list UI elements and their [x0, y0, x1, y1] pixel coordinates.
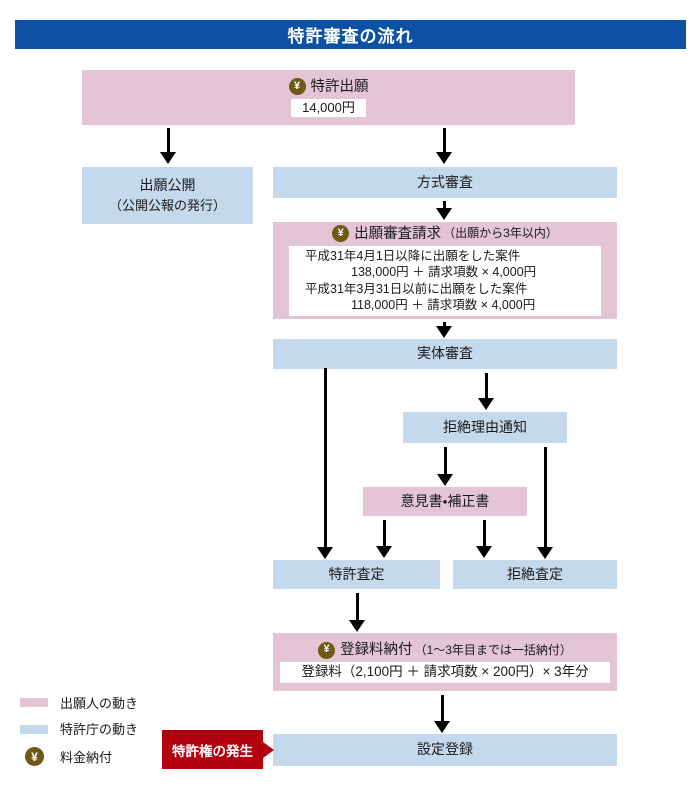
- box-patent-application: ¥ 特許出願 14,000円: [82, 70, 575, 125]
- box-note: （1～3年目までは一括納付）: [414, 642, 572, 657]
- box-label: 拒絶理由通知: [443, 418, 527, 435]
- yen-icon: ¥: [288, 78, 306, 96]
- box-patent-application-title: ¥ 特許出願: [288, 78, 369, 96]
- box-registration-fee: ¥ 登録料納付 （1～3年目までは一括納付） 登録料（2,100円 ＋ 請求項数…: [273, 633, 617, 691]
- legend-item-applicant: 出願人の動き: [20, 693, 138, 712]
- page-title: 特許審査の流れ: [15, 20, 686, 49]
- legend-swatch-office: [20, 724, 48, 734]
- badge-label: 特許権の発生: [172, 743, 253, 759]
- box-formality-exam: 方式審査: [273, 167, 617, 198]
- flow-arrow: [376, 520, 392, 558]
- legend-item-payment: ¥ 料金納付: [20, 747, 112, 766]
- fee-amount-line: 118,000円 ＋ 請求項数 × 4,000円: [351, 297, 536, 312]
- yen-icon: ¥: [318, 641, 336, 659]
- box-exam-request: ¥ 出願審査請求 （出願から3年以内） 平成31年4月1日以降に出願をした案件 …: [273, 222, 617, 319]
- yen-icon: ¥: [25, 747, 44, 766]
- flow-arrow: [478, 373, 494, 410]
- box-substantive-exam: 実体審査: [273, 339, 617, 369]
- legend-label: 特許庁の動き: [60, 722, 139, 737]
- box-registration-fee-title: ¥ 登録料納付 （1～3年目までは一括納付）: [318, 641, 572, 659]
- box-label: 特許出願: [310, 78, 369, 95]
- box-note: （出願から3年以内）: [443, 226, 558, 241]
- flow-arrow: [476, 520, 492, 558]
- patent-right-badge: 特許権の発生: [162, 730, 263, 769]
- yen-icon: ¥: [332, 225, 350, 243]
- box-label: 実体審査: [417, 345, 473, 362]
- flow-arrow: [436, 201, 452, 220]
- box-sublabel: （公開公報の発行）: [108, 197, 226, 213]
- flow-arrow-long-right: [537, 447, 553, 559]
- flow-arrow-long-left: [317, 368, 333, 559]
- box-rejection-notice: 拒絶理由通知: [403, 412, 567, 443]
- box-label: 設定登録: [417, 741, 473, 758]
- box-label: 方式審査: [417, 173, 473, 190]
- legend-label: 出願人の動き: [60, 696, 139, 711]
- box-opinion-amendment: 意見書・補正書: [363, 487, 527, 516]
- fee-amount-line: 138,000円 ＋ 請求項数 × 4,000円: [351, 265, 537, 280]
- box-label: 出願公開: [139, 177, 196, 194]
- flow-arrow: [437, 447, 453, 486]
- box-publication: 出願公開 （公開公報の発行）: [82, 167, 253, 224]
- fee-amount: 14,000円: [291, 98, 366, 118]
- box-label: 登録料納付: [340, 642, 413, 658]
- box-label: 意見書・補正書: [400, 492, 490, 509]
- flow-arrow: [436, 128, 452, 164]
- fee-detail-panel: 登録料（2,100円 ＋ 請求項数 × 200円）× 3年分: [280, 662, 610, 683]
- fee-detail-panel: 平成31年4月1日以降に出願をした案件 138,000円 ＋ 請求項数 × 4,…: [289, 245, 601, 317]
- flow-arrow: [349, 593, 365, 632]
- legend-swatch-applicant: [20, 698, 48, 707]
- fee-case-line: 平成31年3月31日以前に出願をした案件: [305, 281, 528, 296]
- flow-arrow: [436, 322, 452, 338]
- box-exam-request-title: ¥ 出願審査請求 （出願から3年以内）: [332, 225, 558, 243]
- legend-item-office: 特許庁の動き: [20, 719, 138, 738]
- legend-label: 料金納付: [60, 750, 113, 765]
- flow-arrow: [434, 695, 450, 733]
- flow-arrow: [160, 128, 176, 164]
- box-registration: 設定登録: [273, 734, 617, 766]
- box-grant-decision: 特許査定: [273, 560, 440, 589]
- box-label: 出願審査請求: [354, 225, 442, 242]
- box-label: 拒絶査定: [507, 565, 563, 582]
- box-label: 特許査定: [328, 565, 385, 582]
- box-rejection-decision: 拒絶査定: [453, 560, 617, 589]
- fee-case-line: 平成31年4月1日以降に出願をした案件: [305, 248, 521, 263]
